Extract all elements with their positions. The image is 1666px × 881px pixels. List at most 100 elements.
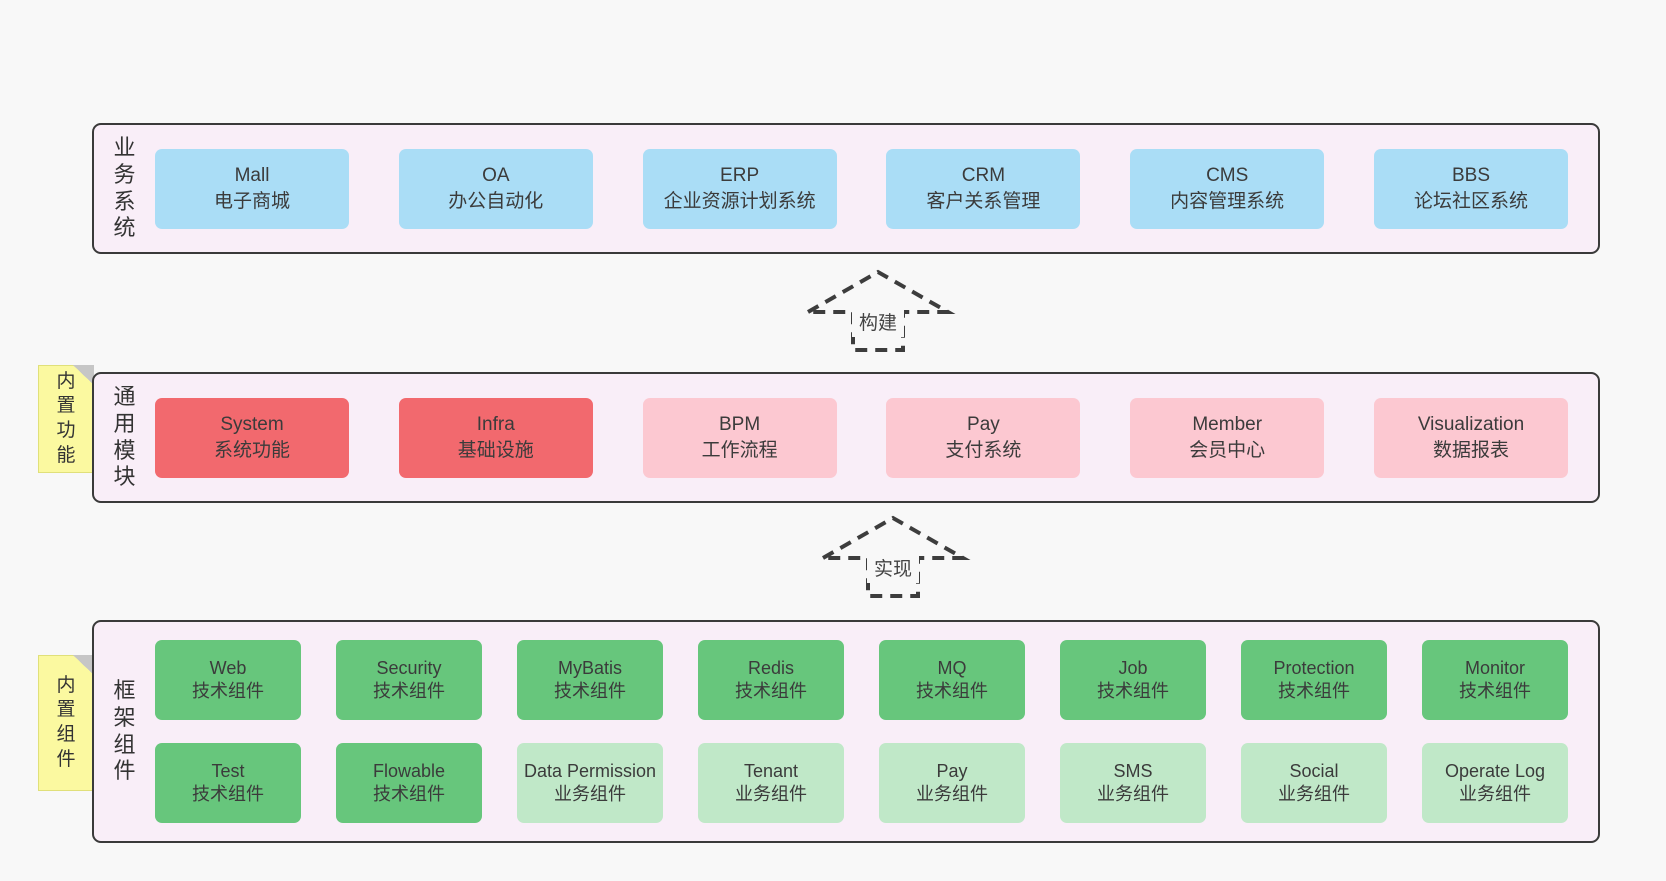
- sticky-note-built-in-components: 内置组件: [38, 655, 94, 791]
- box-subtitle: 会员中心: [1189, 439, 1266, 461]
- section-business-systems: 业务系统 Mall 电子商城 OA 办公自动化 ERP 企业资源计划系统 CRM…: [92, 123, 1600, 254]
- box-title: Redis: [747, 657, 795, 678]
- arrow-label: 构建: [859, 312, 897, 334]
- box-subtitle: 企业资源计划系统: [663, 190, 816, 212]
- box-subtitle: 客户关系管理: [926, 190, 1041, 212]
- sticky-note-built-in-functions: 内置功能: [38, 365, 94, 473]
- box-subtitle: 技术组件: [554, 681, 626, 701]
- box-system: System 系统功能: [155, 397, 349, 478]
- box-bbs: BBS 论坛社区系统: [1373, 148, 1568, 229]
- sticky-note-label: 内置组件: [56, 674, 76, 770]
- box-bpm: BPM 工作流程: [642, 397, 837, 478]
- box-title: Social: [1289, 760, 1339, 781]
- box-redis: Redis 技术组件: [698, 640, 844, 720]
- box-subtitle: 技术组件: [373, 784, 445, 804]
- box-subtitle: 电子商城: [213, 190, 290, 212]
- section-label-column: 业务系统: [94, 125, 155, 252]
- box-job: Job 技术组件: [1060, 640, 1206, 720]
- box-crm: CRM 客户关系管理: [886, 148, 1081, 229]
- box-subtitle: 内容管理系统: [1170, 190, 1285, 212]
- box-subtitle: 工作流程: [701, 439, 778, 461]
- box-subtitle: 技术组件: [1278, 681, 1350, 701]
- box-erp: ERP 企业资源计划系统: [642, 148, 837, 229]
- implement-arrow: 实现: [815, 515, 971, 598]
- box-subtitle: 技术组件: [192, 784, 264, 804]
- box-subtitle: 技术组件: [192, 681, 264, 701]
- box-title: Monitor: [1464, 657, 1526, 678]
- box-security: Security 技术组件: [336, 640, 482, 720]
- box-subtitle: 论坛社区系统: [1413, 190, 1528, 212]
- box-subtitle: 业务组件: [916, 784, 988, 804]
- box-title: Infra: [476, 413, 515, 435]
- box-subtitle: 技术组件: [916, 681, 988, 701]
- box-sms: SMS 业务组件: [1060, 743, 1206, 823]
- framework-row-1: Web 技术组件 Security 技术组件 MyBatis 技术组件 Redi…: [155, 640, 1568, 720]
- box-title: Tenant: [743, 760, 799, 781]
- box-oa: OA 办公自动化: [398, 148, 593, 229]
- box-cms: CMS 内容管理系统: [1130, 148, 1325, 229]
- box-subtitle: 业务组件: [735, 784, 807, 804]
- box-monitor: Monitor 技术组件: [1422, 640, 1568, 720]
- box-title: Protection: [1273, 657, 1355, 678]
- box-web: Web 技术组件: [155, 640, 301, 720]
- arrow-label-background: [867, 553, 919, 583]
- box-title: Mall: [234, 164, 270, 186]
- arrow-label-background: [852, 307, 904, 337]
- box-title: Security: [376, 657, 442, 678]
- framework-boxes-grid: Web 技术组件 Security 技术组件 MyBatis 技术组件 Redi…: [155, 622, 1598, 841]
- box-title: CRM: [961, 164, 1006, 186]
- box-member: Member 会员中心: [1130, 397, 1325, 478]
- box-subtitle: 技术组件: [1097, 681, 1169, 701]
- box-mall: Mall 电子商城: [155, 148, 349, 229]
- box-title: BBS: [1451, 164, 1490, 186]
- box-subtitle: 技术组件: [1459, 681, 1531, 701]
- box-title: ERP: [720, 164, 760, 186]
- section-label-column: 框架组件: [94, 622, 155, 841]
- box-title: Web: [209, 657, 247, 678]
- box-title: Data Permission: [523, 760, 657, 781]
- box-title: SMS: [1113, 760, 1153, 781]
- arrow-label: 实现: [874, 558, 912, 580]
- box-subtitle: 业务组件: [1097, 784, 1169, 804]
- box-title: BPM: [719, 413, 761, 435]
- box-title: Pay: [936, 760, 968, 781]
- box-pay-component: Pay 业务组件: [879, 743, 1025, 823]
- box-subtitle: 业务组件: [1459, 784, 1531, 804]
- box-title: Job: [1118, 657, 1148, 678]
- box-title: MQ: [937, 657, 967, 678]
- box-pay-module: Pay 支付系统: [886, 397, 1081, 478]
- section-title: 框架组件: [113, 677, 136, 784]
- box-subtitle: 基础设施: [457, 439, 534, 461]
- box-title: System: [220, 413, 284, 435]
- box-subtitle: 支付系统: [945, 439, 1022, 461]
- box-subtitle: 业务组件: [1278, 784, 1350, 804]
- business-boxes-row: Mall 电子商城 OA 办公自动化 ERP 企业资源计划系统 CRM 客户关系…: [155, 125, 1598, 252]
- box-operate-log: Operate Log 业务组件: [1422, 743, 1568, 823]
- box-tenant: Tenant 业务组件: [698, 743, 844, 823]
- box-title: Operate Log: [1444, 760, 1546, 781]
- section-title: 业务系统: [113, 134, 136, 241]
- box-subtitle: 系统功能: [213, 439, 290, 461]
- box-mybatis: MyBatis 技术组件: [517, 640, 663, 720]
- box-subtitle: 办公自动化: [448, 190, 544, 212]
- box-title: CMS: [1206, 164, 1249, 186]
- box-title: Member: [1192, 413, 1263, 435]
- section-label-column: 通用模块: [94, 374, 155, 501]
- build-arrow: 构建: [800, 269, 956, 352]
- box-flowable: Flowable 技术组件: [336, 743, 482, 823]
- box-title: Visualization: [1417, 413, 1525, 435]
- framework-row-2: Test 技术组件 Flowable 技术组件 Data Permission …: [155, 743, 1568, 823]
- section-framework-components: 框架组件 Web 技术组件 Security 技术组件 MyBatis 技术组件…: [92, 620, 1600, 843]
- sticky-note-label: 内置功能: [56, 370, 76, 466]
- box-title: OA: [482, 164, 510, 186]
- box-social: Social 业务组件: [1241, 743, 1387, 823]
- section-common-modules: 通用模块 System 系统功能 Infra 基础设施 BPM 工作流程 Pay…: [92, 372, 1600, 503]
- box-subtitle: 技术组件: [373, 681, 445, 701]
- section-title: 通用模块: [113, 383, 136, 490]
- box-title: Pay: [967, 413, 1000, 435]
- box-subtitle: 业务组件: [554, 784, 626, 804]
- module-boxes-row: System 系统功能 Infra 基础设施 BPM 工作流程 Pay 支付系统…: [155, 374, 1598, 501]
- box-protection: Protection 技术组件: [1241, 640, 1387, 720]
- box-visualization: Visualization 数据报表: [1373, 397, 1568, 478]
